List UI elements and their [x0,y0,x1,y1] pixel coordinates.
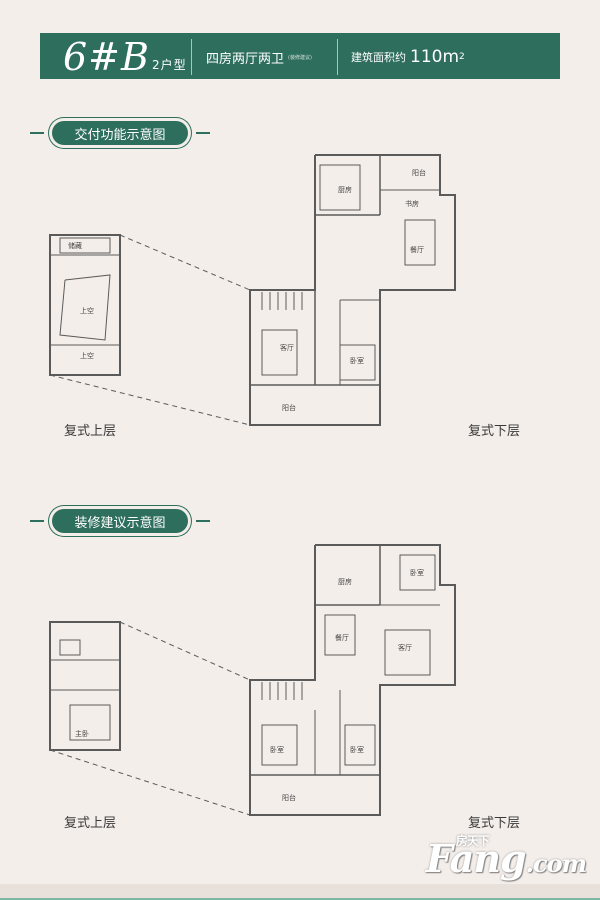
section-title-renovation: 装修建议示意图 [30,509,210,533]
upper-floor-outline-2 [49,621,121,751]
section-title-delivery: 交付功能示意图 [30,121,210,145]
room-void: 上空 [80,306,94,315]
room-type-text: 四房两厅两卫 [206,51,285,67]
brand-name-en: Fang [425,836,527,881]
room-bedroom: 卧室 [350,745,364,754]
brand-domain: .com [525,849,587,878]
banner-divider [337,39,338,75]
lower-floor-outline [249,154,456,426]
room-kitchen: 厨房 [338,185,352,194]
banner-divider [191,39,192,75]
room-bedroom: 卧室 [270,745,284,754]
room-type-note: (装修建议) [288,54,312,61]
room-storage: 储藏 [68,241,82,250]
brand-name-cn: 房天下 [455,834,490,848]
room-type: 四房两厅两卫 (装修建议) [206,34,312,80]
footer-accent-line [0,898,600,900]
lower-floor-outline-2 [249,544,456,816]
room-kitchen: 厨房 [338,577,352,586]
room-dining: 餐厅 [410,245,424,254]
unit-suffix: 2户型 [151,57,187,72]
unit-code-text: 6#B [63,35,150,79]
caption-lower-floor: 复式下层 [468,816,521,831]
caption-upper-floor: 复式上层 [64,816,117,831]
room-bedroom: 卧室 [410,568,424,577]
area-label: 建筑面积约 [351,51,406,64]
caption-upper-floor: 复式上层 [64,424,117,439]
room-master-bedroom: 主卧 [75,729,89,738]
room-bedroom: 卧室 [350,356,364,365]
area-unit-sup: 2 [459,52,465,62]
unit-code: 6#B 2户型 [63,34,187,80]
fang-watermark: 房天下 Fang.com [425,834,587,881]
area-value: 110m [410,47,460,67]
room-study: 书房 [405,199,419,208]
room-living: 客厅 [398,643,412,652]
room-void: 上空 [80,351,94,360]
room-living: 客厅 [280,343,294,352]
upper-floor-outline [49,234,121,376]
room-dining: 餐厅 [335,633,349,642]
caption-lower-floor: 复式下层 [468,424,521,439]
room-balcony: 阳台 [282,403,296,412]
footer-strip [0,884,600,900]
room-balcony: 阳台 [412,168,426,177]
room-balcony: 阳台 [282,793,296,802]
